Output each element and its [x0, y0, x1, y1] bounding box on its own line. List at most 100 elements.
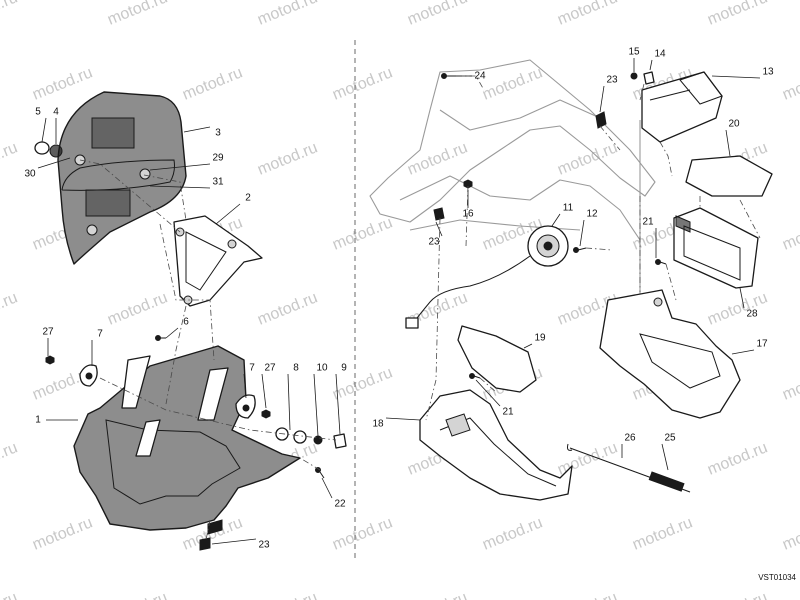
horn-wire	[413, 255, 531, 323]
callout-label: 23	[606, 75, 618, 86]
watermark-text: motod.ru	[0, 0, 20, 29]
leader-line	[335, 373, 341, 435]
leader-line	[711, 75, 761, 79]
fairing-lug	[207, 519, 223, 535]
well-nut	[49, 144, 63, 158]
watermark-text: motod.ru	[480, 514, 545, 553]
callout-label: 28	[746, 309, 758, 320]
callout-label: 1	[35, 415, 41, 426]
watermark-text: motod.ru	[105, 289, 170, 328]
grommet	[34, 141, 50, 155]
watermark-text: motod.ru	[0, 289, 20, 328]
callout-label: 26	[624, 433, 636, 444]
callout-label: 5	[35, 107, 41, 118]
windscreen-hole	[86, 224, 98, 236]
watermark-text: motod.ru	[255, 139, 320, 178]
leader-line	[579, 219, 585, 247]
leader-line	[149, 185, 211, 189]
callout-label: 27	[42, 327, 54, 338]
left-assembly	[34, 91, 347, 551]
watermark-text: motod.ru	[330, 364, 395, 403]
windscreen-hole	[139, 168, 151, 180]
watermark-text: motod.ru	[405, 139, 470, 178]
watermark-text: motod.ru	[555, 589, 620, 600]
watermark-text: motod.ru	[555, 0, 620, 29]
watermark-text: motod.ru	[255, 589, 320, 600]
hex-nut	[45, 355, 55, 365]
leader-line	[661, 443, 669, 471]
watermark-text: motod.ru	[780, 514, 800, 553]
watermark-text: motod.ru	[330, 514, 395, 553]
leader-line	[739, 287, 745, 309]
callout-label: 25	[664, 433, 676, 444]
fairing-vent	[197, 367, 229, 421]
watermark-text: motod.ru	[405, 589, 470, 600]
watermark-text: motod.ru	[705, 439, 770, 478]
screw	[315, 467, 325, 479]
callout-label: 3	[215, 128, 221, 139]
windscreen-white-trim	[61, 159, 175, 191]
washer	[630, 72, 638, 80]
leader-line	[551, 213, 561, 227]
watermark-text: motod.ru	[705, 289, 770, 328]
hex-nut	[463, 179, 473, 189]
watermark-text: motod.ru	[105, 0, 170, 29]
callout-label: 7	[249, 363, 255, 374]
leader-line	[475, 379, 501, 407]
callout-label: 19	[534, 333, 546, 344]
spring-clip	[433, 207, 445, 221]
leader-line	[321, 477, 333, 499]
watermark-text: motod.ru	[255, 0, 320, 29]
watermark-text: motod.ru	[255, 289, 320, 328]
leader-line	[149, 163, 211, 171]
spring-clip	[199, 537, 211, 551]
callout-label: 12	[586, 209, 598, 220]
callout-label: 22	[334, 499, 346, 510]
callout-label: 8	[293, 363, 299, 374]
leader-line	[211, 538, 257, 545]
figure-code: VST01034	[758, 573, 796, 582]
callout-label: 29	[212, 153, 224, 164]
leader-line	[37, 157, 71, 169]
callout-label: 21	[502, 407, 514, 418]
callout-label: 20	[728, 119, 740, 130]
callout-label: 16	[462, 209, 474, 220]
leader-line	[41, 117, 47, 143]
hex-nut	[261, 409, 271, 419]
callout-label: 6	[183, 317, 189, 328]
callout-label: 23	[428, 237, 440, 248]
battery-box	[673, 207, 759, 289]
callout-label: 2	[245, 193, 251, 204]
leader-line	[261, 373, 267, 409]
callout-label: 14	[654, 49, 666, 60]
watermark-text: motod.ru	[555, 139, 620, 178]
watermark-text: motod.ru	[30, 64, 95, 103]
screw	[573, 247, 587, 253]
watermark-text: motod.ru	[780, 214, 800, 253]
leader-line	[215, 203, 241, 225]
leader-line	[287, 373, 291, 431]
leader-line	[725, 129, 731, 157]
callout-label: 9	[341, 363, 347, 374]
leader-line	[435, 221, 443, 237]
callout-label: 30	[24, 169, 36, 180]
callout-label: 11	[563, 203, 574, 214]
watermark-text: motod.ru	[330, 214, 395, 253]
side-panel	[599, 289, 741, 419]
fairing-inner-edge	[105, 419, 241, 505]
bolt	[643, 71, 655, 85]
leader-line	[243, 373, 247, 399]
windscreen	[57, 91, 187, 265]
leader-line	[731, 349, 755, 355]
screw	[469, 373, 481, 379]
watermark-text: motod.ru	[0, 139, 20, 178]
right-assembly	[369, 59, 773, 501]
rubber-bushing	[333, 433, 347, 449]
watermark-text: motod.ru	[105, 589, 170, 600]
washer	[293, 430, 307, 444]
watermark-text: motod.ru	[405, 0, 470, 29]
leader-lines	[37, 58, 761, 545]
callout-label: 21	[642, 217, 654, 228]
callout-label: 27	[264, 363, 276, 374]
